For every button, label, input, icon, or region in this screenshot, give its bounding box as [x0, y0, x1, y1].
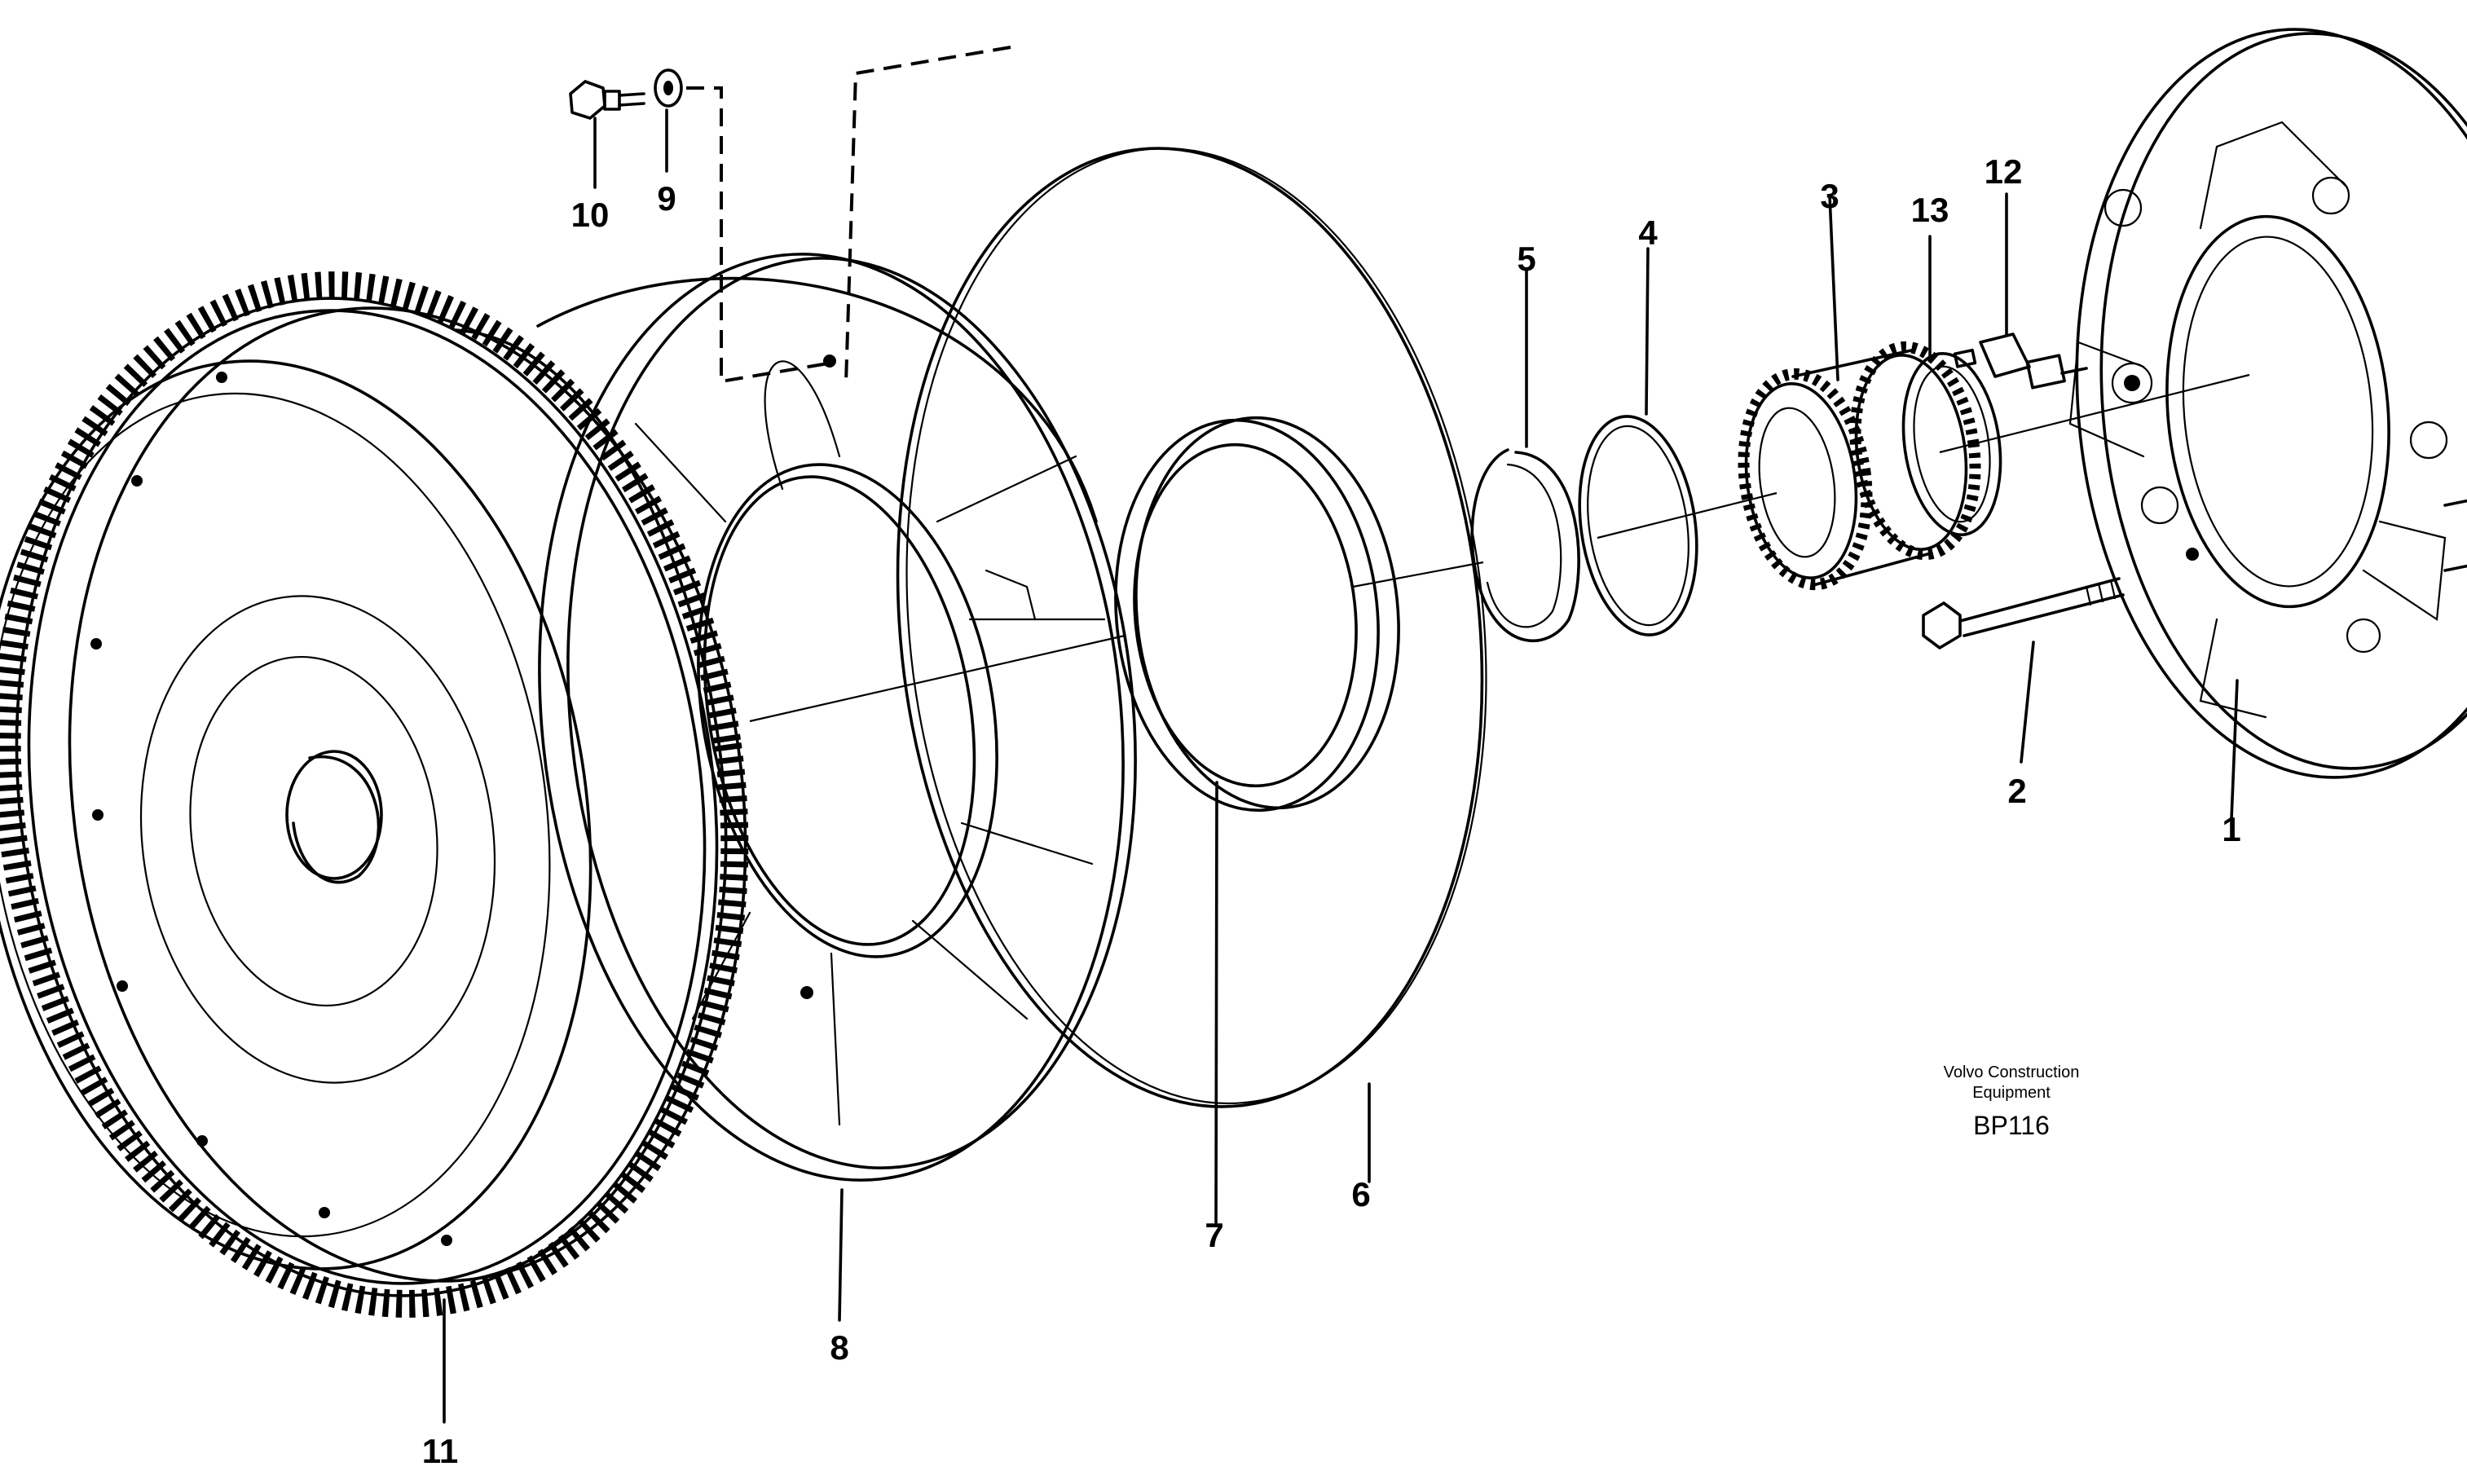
assembly-axis: [749, 373, 2250, 723]
caption-code: BP116: [1973, 1111, 2050, 1140]
o-ring: [1578, 415, 1698, 636]
dashed-route-bolt: [686, 86, 834, 384]
label-part-6: 6: [1351, 1175, 1370, 1213]
label-part-4: 4: [1638, 214, 1658, 252]
label-part-9: 9: [657, 179, 676, 218]
label-part-13: 13: [1911, 191, 1949, 229]
flywheel-ring-gear: [0, 271, 749, 1318]
dashed-route-top: [844, 46, 1011, 384]
label-part-8: 8: [830, 1328, 848, 1367]
converter-housing: [536, 253, 1137, 1182]
snap-ring: [1470, 448, 1580, 643]
diagram-caption: Volvo Construction Equipment BP116: [1944, 1063, 2080, 1140]
label-part-1: 1: [2222, 810, 2240, 848]
bolt-long: [1922, 577, 2125, 650]
part-labels: 1 2 3 4 5 6 7 8 9 10 11 12 13: [422, 152, 2241, 1470]
seal-ring: [1114, 416, 1400, 812]
label-part-7: 7: [1205, 1216, 1223, 1254]
label-part-10: 10: [571, 196, 610, 234]
leader-lines: [443, 108, 2239, 1424]
label-part-5: 5: [1517, 240, 1535, 278]
caption-line-2: Equipment: [1972, 1084, 2051, 1102]
washer-and-bolt: [569, 68, 683, 120]
sensor-plug: [1953, 332, 2088, 390]
gear-hub: [1738, 341, 1981, 591]
label-part-11: 11: [422, 1432, 458, 1470]
pump-cover: [2068, 28, 2467, 779]
label-part-2: 2: [2007, 772, 2026, 810]
label-part-3: 3: [1820, 177, 1839, 215]
caption-line-1: Volvo Construction: [1944, 1063, 2080, 1081]
label-part-12: 12: [1985, 152, 2023, 191]
bearing-ring: [1901, 351, 2002, 537]
